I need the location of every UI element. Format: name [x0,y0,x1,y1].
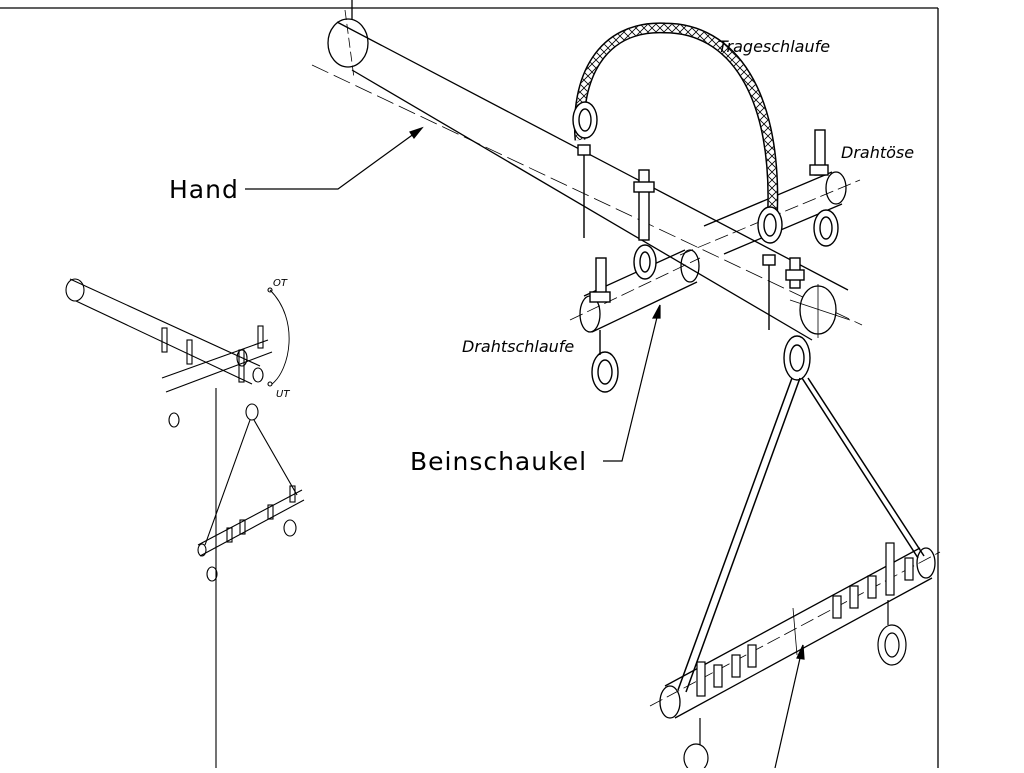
leader-lines [245,126,805,769]
trageschlaufe-loop [573,22,779,226]
leader-lower [774,644,804,769]
label-ot: OT [273,278,288,289]
overview-figure [65,278,305,768]
drawing-frame [0,0,939,768]
hand-bar [311,9,863,341]
label-drahtoese: Drahtöse [841,143,914,162]
lower-bar-pegs [683,542,914,773]
leader-beinschaukel [603,304,661,462]
eye-bolts-main [572,101,839,393]
label-drahtschlaufe: Drahtschlaufe [462,337,574,356]
suspension-strings [677,377,925,693]
label-hand: Hand [169,175,239,204]
label-trageschlaufe: Trageschlaufe [718,37,830,56]
label-beinschaukel: Beinschaukel [410,447,587,476]
bar-end-right [789,284,851,338]
leader-hand [245,127,423,190]
label-ut: UT [276,389,290,400]
